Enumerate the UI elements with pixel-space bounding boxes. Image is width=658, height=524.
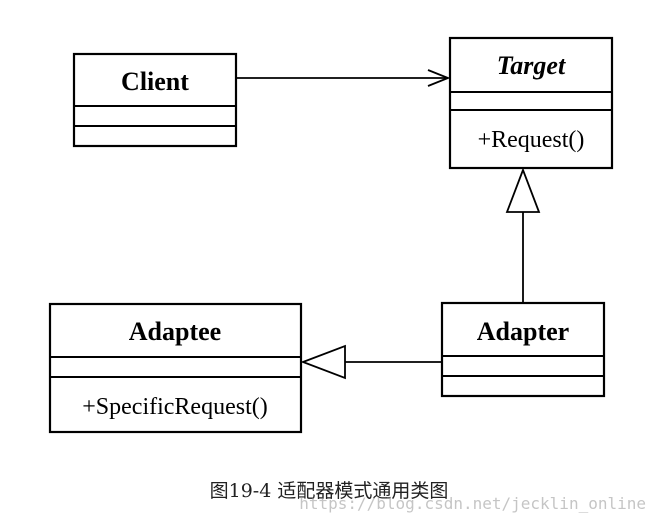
class-adaptee: Adaptee +SpecificRequest(): [48, 302, 303, 434]
class-target: Target +Request(): [448, 36, 614, 170]
class-adaptee-box: [48, 302, 303, 434]
generalization-adapter-target: [505, 167, 541, 303]
open-arrowhead: [427, 69, 451, 87]
class-adaptee-method: +SpecificRequest(): [82, 394, 267, 420]
class-target-method: +Request(): [478, 127, 585, 153]
class-target-name: Target: [497, 51, 566, 80]
hollow-triangle-up: [505, 167, 541, 213]
class-client-box: [72, 52, 238, 148]
class-adapter: Adapter: [440, 301, 606, 398]
class-client-name: Client: [121, 67, 189, 96]
association-client-target: [236, 69, 451, 87]
class-diagram: Client Target +Request() Adaptee +Specif…: [48, 36, 614, 434]
generalization-adapter-adaptee: [300, 344, 442, 380]
class-client: Client: [72, 52, 238, 148]
class-adaptee-name: Adaptee: [129, 317, 221, 346]
class-adapter-name: Adapter: [477, 317, 569, 346]
watermark: https://blog.csdn.net/jecklin_online: [299, 494, 646, 513]
figure-caption: 图19-4 适配器模式通用类图: [209, 480, 449, 502]
class-target-box: [448, 36, 614, 170]
hollow-triangle-left: [300, 344, 346, 380]
